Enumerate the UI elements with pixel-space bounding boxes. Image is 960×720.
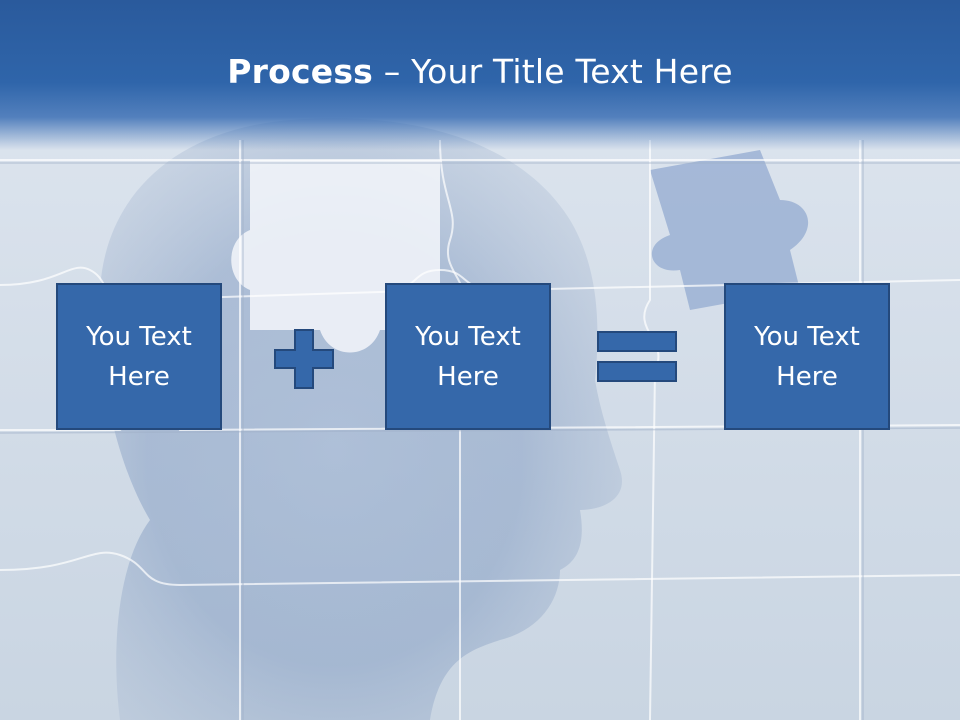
slide-title-bold: Process bbox=[227, 52, 374, 91]
text-box-2-label: You Text Here bbox=[415, 321, 521, 392]
slide-title: Process – Your Title Text Here bbox=[0, 52, 960, 91]
text-box-2[interactable]: You Text Here bbox=[385, 283, 551, 430]
head-silhouette bbox=[99, 118, 622, 720]
slide-title-rest: – Your Title Text Here bbox=[373, 52, 733, 91]
plus-icon bbox=[274, 329, 334, 389]
equals-icon bbox=[597, 331, 677, 382]
text-box-1-label: You Text Here bbox=[86, 321, 192, 392]
title-bar bbox=[0, 0, 960, 150]
text-box-3-label: You Text Here bbox=[754, 321, 860, 392]
puzzle-grid bbox=[0, 139, 960, 720]
floating-piece bbox=[650, 150, 809, 310]
text-box-3[interactable]: You Text Here bbox=[724, 283, 890, 430]
text-box-1[interactable]: You Text Here bbox=[56, 283, 222, 430]
